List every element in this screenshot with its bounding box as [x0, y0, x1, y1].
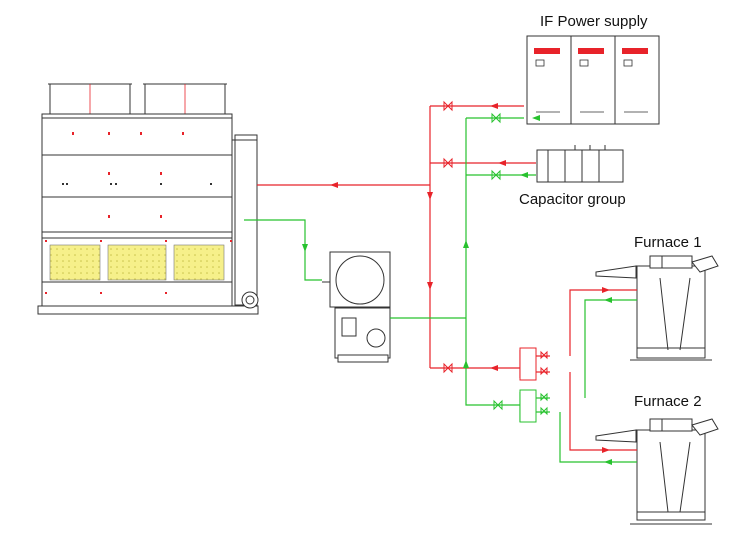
hot-return-pipes [257, 103, 637, 453]
valve-icon [443, 100, 548, 416]
furnace-1-label: Furnace 1 [634, 234, 702, 251]
power-supply-cabinet-icon [526, 35, 660, 125]
furnace-2-icon [595, 418, 719, 525]
cooling-tower-icon [37, 83, 259, 315]
manifold-icon [519, 347, 537, 423]
capacitor-group-icon [536, 145, 624, 183]
furnace-1-icon [595, 255, 719, 361]
pump-station-icon [322, 251, 391, 363]
power-supply-label: IF Power supply [540, 13, 648, 30]
capacitor-group-label: Capacitor group [519, 191, 626, 208]
furnace-2-label: Furnace 2 [634, 393, 702, 410]
